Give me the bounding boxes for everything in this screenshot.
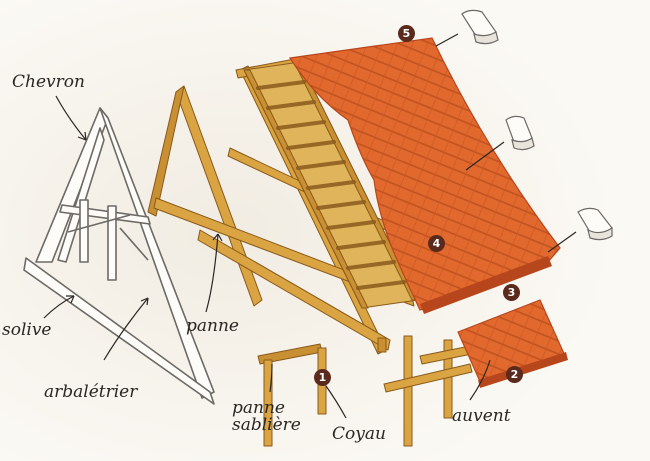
tile-icon: [461, 9, 499, 45]
batten-lines: [256, 80, 406, 290]
tile-roof: [288, 37, 561, 314]
label-coyau: Coyau: [332, 424, 386, 444]
leader-lines: [43, 33, 577, 419]
marker-1: 1: [314, 369, 331, 386]
label-panne-sabliere: panne sablière: [232, 400, 301, 434]
tile-icon: [505, 115, 535, 151]
label-panne: panne: [186, 316, 239, 336]
label-arbaletrier: arbalétrier: [44, 382, 138, 402]
awning-tiles: [457, 299, 568, 388]
marker-3: 3: [503, 284, 520, 301]
tile-icon: [577, 207, 613, 241]
marker-5: 5: [398, 25, 415, 42]
marker-4: 4: [428, 235, 445, 252]
label-auvent: auvent: [452, 406, 511, 426]
label-panne-sabliere-line1: panne: [232, 398, 285, 418]
label-solive: solive: [2, 320, 52, 340]
sketch-truss: [23, 107, 215, 405]
marker-2: 2: [506, 366, 523, 383]
label-panne-sabliere-line2: sablière: [232, 415, 301, 435]
label-chevron: Chevron: [12, 72, 85, 92]
